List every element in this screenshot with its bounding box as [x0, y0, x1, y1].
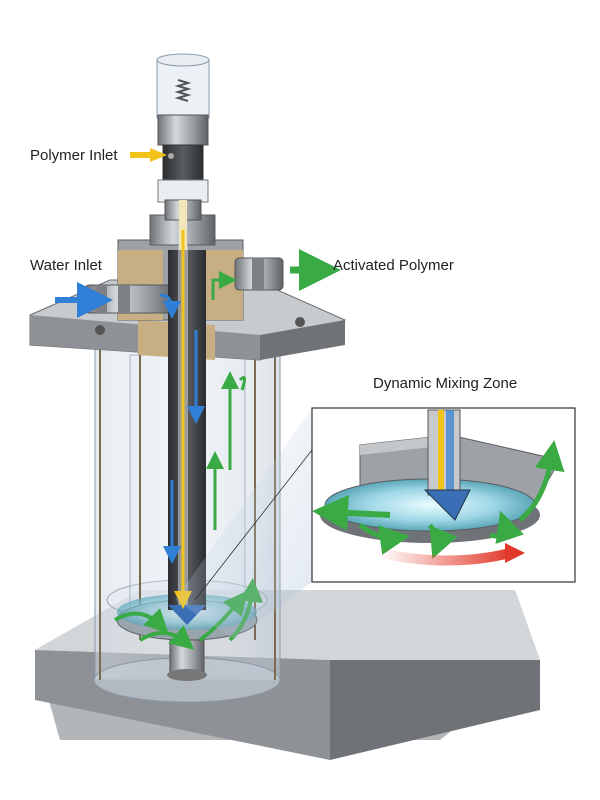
water-inlet-label: Water Inlet: [30, 257, 103, 274]
polymer-flow-arrows: [130, 148, 192, 609]
water-flow-arrows: [55, 282, 205, 564]
dynamic-mixing-zone-label: Dynamic Mixing Zone: [373, 375, 517, 392]
rotation-arrow: [378, 548, 512, 566]
activated-polymer-label: Activated Polymer: [333, 257, 454, 274]
activated-polymer-outlet: [234, 257, 284, 291]
polymer-inlet-label: Polymer Inlet: [30, 147, 118, 164]
mixing-zone-detail-inset: [311, 407, 576, 583]
polymer-inlet-column: [156, 53, 210, 250]
water-inlet-pipe: [84, 284, 176, 314]
callout-line: [194, 449, 313, 601]
